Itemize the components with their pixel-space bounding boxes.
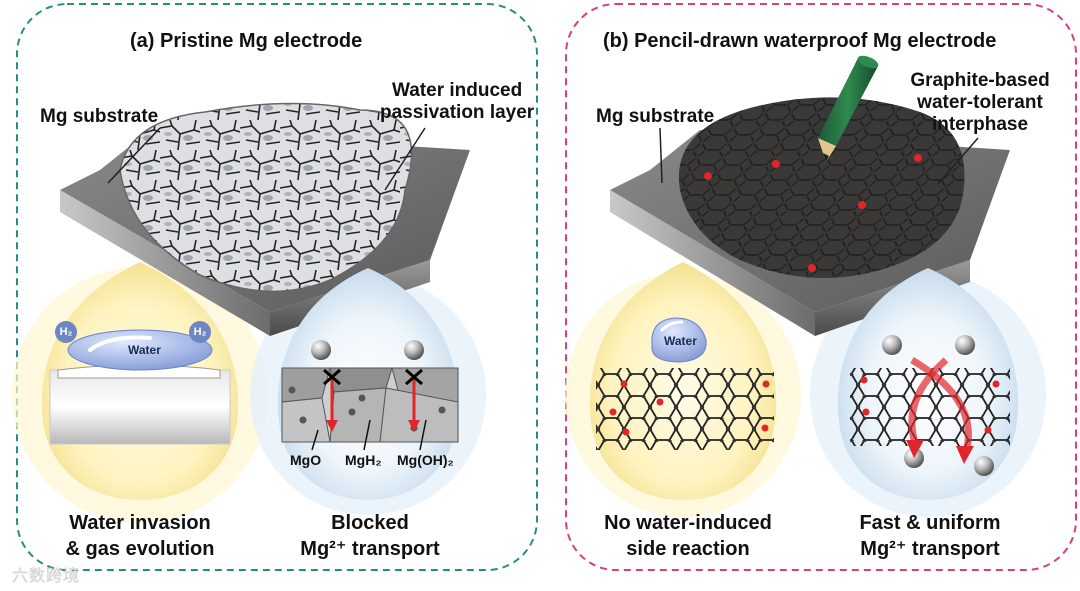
mgo-label: MgO xyxy=(290,452,321,468)
h2-bubble-right: H₂ xyxy=(189,321,211,343)
panel-a-title: (a) Pristine Mg electrode xyxy=(130,30,362,53)
h2-bubble-left: H₂ xyxy=(55,321,77,343)
watermark: 六数跨境 xyxy=(12,562,80,586)
water-label-b: Water xyxy=(664,334,697,348)
caption-fast-transport: Fast & uniform Mg²⁺ transport xyxy=(840,510,1020,562)
water-label-a: Water xyxy=(128,343,161,357)
caption-no-side-reaction: No water-induced side reaction xyxy=(588,510,788,562)
panel-b-substrate-label: Mg substrate xyxy=(596,106,714,128)
panel-b-title: (b) Pencil-drawn waterproof Mg electrode xyxy=(603,30,996,53)
mgh2-label: MgH₂ xyxy=(345,452,382,468)
panel-b-interphase-label: Graphite-based water-tolerant interphase xyxy=(905,70,1055,136)
mgoh2-label: Mg(OH)₂ xyxy=(397,452,454,468)
caption-water-invasion: Water invasion & gas evolution xyxy=(40,510,240,562)
panel-a-substrate-label: Mg substrate xyxy=(40,106,158,128)
panel-a-layer-label: Water induced passivation layer xyxy=(380,80,534,124)
caption-blocked-transport: Blocked Mg²⁺ transport xyxy=(280,510,460,562)
